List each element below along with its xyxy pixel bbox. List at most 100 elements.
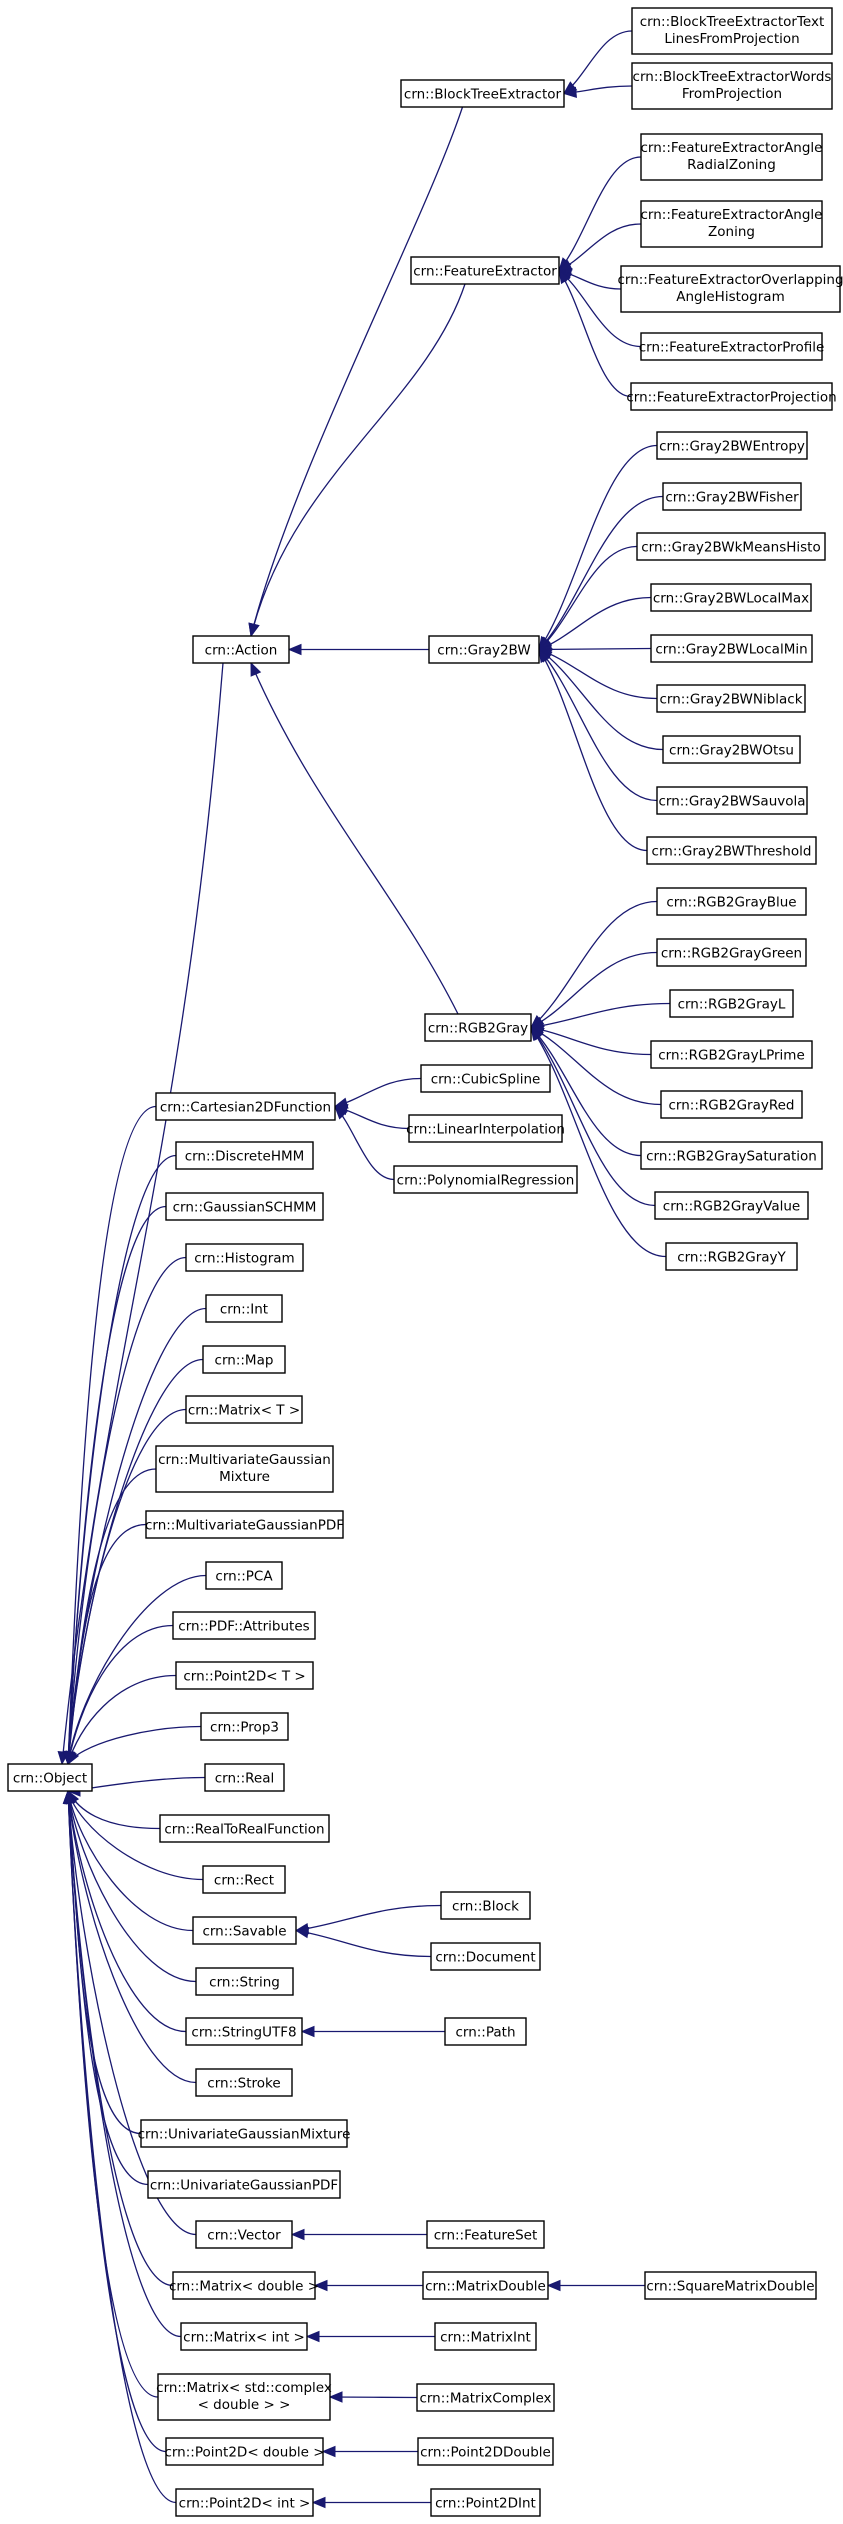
- class-node-feo[interactable]: crn::FeatureExtractorOverlappingAngleHis…: [617, 265, 843, 313]
- class-node-savable[interactable]: crn::Savable: [192, 1916, 297, 1945]
- edge-line: [67, 1624, 174, 1765]
- class-node-prop3[interactable]: crn::Prop3: [200, 1712, 289, 1741]
- class-node-label: crn::Gray2BWLocalMax: [653, 591, 809, 607]
- class-node-g2bwt[interactable]: crn::Gray2BWThreshold: [646, 836, 817, 865]
- class-node-fep[interactable]: crn::FeatureExtractorProfile: [639, 332, 825, 361]
- class-node-dhmm[interactable]: crn::DiscreteHMM: [175, 1141, 314, 1170]
- class-node-rgbv[interactable]: crn::RGB2GrayValue: [654, 1191, 809, 1220]
- class-node-smd[interactable]: crn::SquareMatrixDouble: [644, 2271, 817, 2300]
- class-node-label: crn::Gray2BW: [437, 643, 530, 659]
- class-node-rgbg[interactable]: crn::RGB2GrayGreen: [656, 938, 807, 967]
- edge-line: [538, 648, 664, 751]
- class-node-label: crn::Gray2BWNiblack: [659, 692, 802, 708]
- class-node-rgbl[interactable]: crn::RGB2GrayL: [669, 989, 794, 1018]
- class-node-label: crn::Object: [13, 1771, 87, 1787]
- class-node-stroke[interactable]: crn::Stroke: [195, 2068, 293, 2097]
- class-node-c2d[interactable]: crn::Cartesian2DFunction: [155, 1092, 336, 1121]
- class-node-box: [420, 1064, 551, 1093]
- class-node-rgbr[interactable]: crn::RGB2GrayRed: [660, 1090, 803, 1119]
- class-node-g2bw[interactable]: crn::Gray2BW: [428, 635, 540, 664]
- class-node-g2bwf[interactable]: crn::Gray2BWFisher: [662, 482, 802, 511]
- class-node-rgblp[interactable]: crn::RGB2GrayLPrime: [650, 1040, 813, 1069]
- edge-arrowhead: [67, 1750, 80, 1766]
- class-node-ugpdf[interactable]: crn::UnivariateGaussianPDF: [147, 2170, 341, 2199]
- edge-arrowhead: [538, 648, 551, 664]
- class-node-box: [656, 786, 808, 815]
- class-node-vector[interactable]: crn::Vector: [195, 2220, 293, 2249]
- class-node-real[interactable]: crn::Real: [204, 1763, 285, 1792]
- class-node-mcomplex[interactable]: crn::MatrixComplex: [416, 2383, 555, 2412]
- inheritance-edge-object-savable: [64, 1789, 194, 1932]
- class-node-pca[interactable]: crn::PCA: [205, 1561, 283, 1590]
- class-node-action[interactable]: crn::Action: [192, 635, 290, 664]
- class-node-g2bwlmax[interactable]: crn::Gray2BWLocalMax: [650, 583, 812, 612]
- class-node-label: crn::UnivariateGaussianPDF: [150, 2178, 338, 2194]
- class-node-btew[interactable]: crn::BlockTreeExtractorWordsFromProjecti…: [631, 62, 833, 110]
- inheritance-edge-vector-fset: [290, 2228, 428, 2241]
- class-node-int[interactable]: crn::Int: [205, 1294, 283, 1323]
- class-node-polyreg[interactable]: crn::PolynomialRegression: [393, 1165, 578, 1194]
- class-node-p2dT[interactable]: crn::Point2D< T >: [175, 1661, 314, 1690]
- class-node-fset[interactable]: crn::FeatureSet: [426, 2220, 545, 2249]
- class-node-string[interactable]: crn::String: [195, 1967, 294, 1996]
- class-node-fe[interactable]: crn::FeatureExtractor: [410, 256, 560, 285]
- class-node-btetl[interactable]: crn::BlockTreeExtractorTextLinesFromProj…: [631, 7, 833, 55]
- class-node-box: [416, 2383, 555, 2412]
- class-node-rgby[interactable]: crn::RGB2GrayY: [665, 1242, 798, 1271]
- class-node-path[interactable]: crn::Path: [444, 2017, 527, 2046]
- edge-line: [67, 1790, 197, 2236]
- edge-line: [538, 648, 658, 700]
- class-node-p2dint[interactable]: crn::Point2DInt: [430, 2488, 541, 2517]
- class-node-label: Mixture: [219, 1469, 270, 1485]
- edge-arrowhead: [313, 2279, 328, 2292]
- class-node-ugm[interactable]: crn::UnivariateGaussianMixture: [138, 2119, 351, 2148]
- class-node-rgbb[interactable]: crn::RGB2GrayBlue: [656, 887, 807, 916]
- class-node-mdouble[interactable]: crn::MatrixDouble: [422, 2271, 549, 2300]
- class-node-r2rf[interactable]: crn::RealToRealFunction: [159, 1814, 330, 1843]
- class-node-mint[interactable]: crn::MatrixInt: [434, 2322, 537, 2351]
- class-node-label: crn::BlockTreeExtractorWords: [633, 69, 832, 85]
- class-node-matc[interactable]: crn::Matrix< std::complex< double > >: [156, 2373, 332, 2421]
- class-node-fepr[interactable]: crn::FeatureExtractorProjection: [626, 382, 837, 411]
- class-node-hist[interactable]: crn::Histogram: [185, 1243, 304, 1272]
- class-node-label: crn::SquareMatrixDouble: [646, 2279, 814, 2295]
- class-node-object[interactable]: crn::Object: [7, 1763, 93, 1792]
- class-node-document[interactable]: crn::Document: [430, 1942, 541, 1971]
- class-node-p2dd[interactable]: crn::Point2D< double >: [164, 2437, 325, 2466]
- class-node-pdfattr[interactable]: crn::PDF::Attributes: [172, 1611, 316, 1640]
- class-node-gschmm[interactable]: crn::GaussianSCHMM: [165, 1192, 324, 1221]
- class-node-p2ddouble[interactable]: crn::Point2DDouble: [417, 2437, 554, 2466]
- inheritance-edge-c2d-polyreg: [334, 1105, 395, 1181]
- class-node-box: [660, 1090, 803, 1119]
- class-node-box: [654, 1191, 809, 1220]
- class-node-cspl[interactable]: crn::CubicSpline: [420, 1064, 551, 1093]
- class-node-label: crn::RGB2GrayGreen: [661, 946, 802, 962]
- class-node-g2bwlmin[interactable]: crn::Gray2BWLocalMin: [650, 634, 813, 663]
- class-node-g2bwk[interactable]: crn::Gray2BWkMeansHisto: [636, 532, 826, 561]
- class-node-box: [662, 482, 802, 511]
- class-node-g2bwn[interactable]: crn::Gray2BWNiblack: [656, 684, 806, 713]
- class-node-box: [636, 532, 826, 561]
- class-node-sutf8[interactable]: crn::StringUTF8: [185, 2017, 303, 2046]
- class-node-g2bws[interactable]: crn::Gray2BWSauvola: [656, 786, 808, 815]
- edge-arrowhead: [62, 1789, 75, 1804]
- class-node-matT[interactable]: crn::Matrix< T >: [185, 1395, 303, 1424]
- class-node-linint[interactable]: crn::LinearInterpolation: [406, 1114, 565, 1143]
- class-node-rect[interactable]: crn::Rect: [202, 1865, 286, 1894]
- class-node-rgb2g[interactable]: crn::RGB2Gray: [424, 1013, 532, 1042]
- class-node-g2bwo[interactable]: crn::Gray2BWOtsu: [662, 735, 801, 764]
- class-node-rgbs[interactable]: crn::RGB2GraySaturation: [640, 1141, 823, 1170]
- class-node-g2bwe[interactable]: crn::Gray2BWEntropy: [656, 431, 808, 460]
- class-node-mgpdf[interactable]: crn::MultivariateGaussianPDF: [145, 1510, 344, 1539]
- class-node-map[interactable]: crn::Map: [202, 1345, 286, 1374]
- class-node-matd[interactable]: crn::Matrix< double >: [169, 2271, 319, 2300]
- class-node-label: crn::PDF::Attributes: [178, 1619, 309, 1635]
- class-node-label: crn::MatrixComplex: [419, 2391, 551, 2407]
- class-node-block[interactable]: crn::Block: [440, 1891, 531, 1920]
- class-node-mati[interactable]: crn::Matrix< int >: [180, 2322, 308, 2351]
- class-node-p2di[interactable]: crn::Point2D< int >: [175, 2488, 314, 2517]
- class-node-bte[interactable]: crn::BlockTreeExtractor: [400, 79, 565, 108]
